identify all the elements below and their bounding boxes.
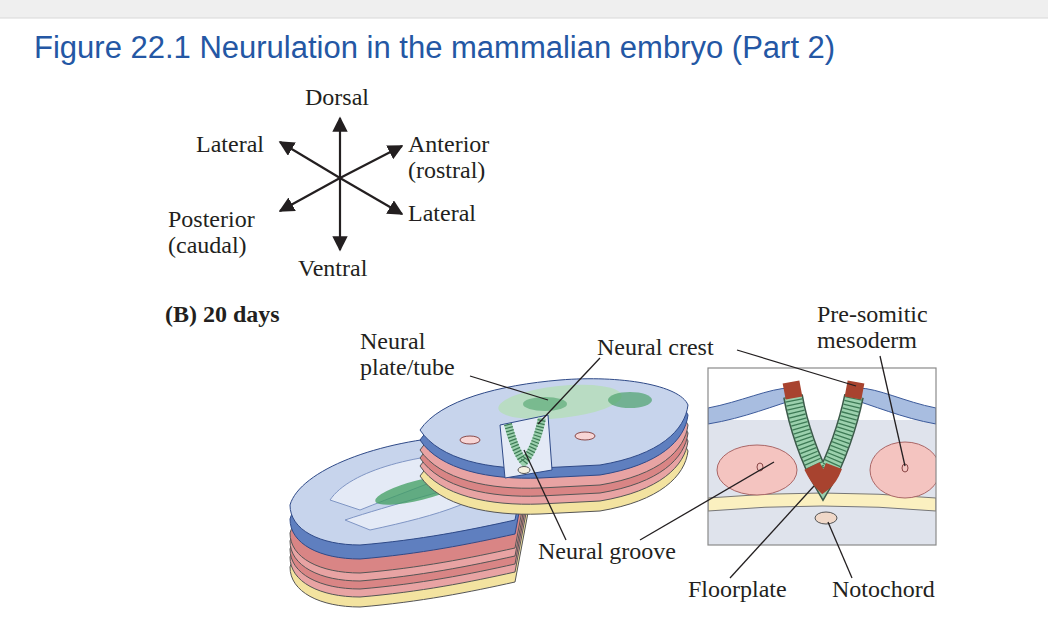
notochord: [815, 512, 837, 524]
axis-lateral: [280, 142, 340, 178]
figure-title: Figure 22.1 Neurulation in the mammalian…: [34, 30, 835, 66]
leader-line: [737, 350, 856, 386]
axis-compass: [280, 118, 402, 250]
neural-plate-section: [508, 418, 542, 462]
leader-line: [730, 486, 814, 578]
axis-label: Anterior (rostral): [408, 131, 520, 183]
axis-anterior: [340, 146, 402, 178]
axis-dorsal: [339, 118, 341, 178]
neural-plate-stripes: [793, 396, 854, 482]
somite-section: [575, 432, 595, 440]
inset-section: [708, 368, 936, 545]
part-label: Neural plate/tube: [360, 328, 482, 380]
axis-label: Lateral: [408, 200, 476, 226]
top-rule: [0, 18, 1048, 19]
embryo-rostral: [420, 379, 688, 515]
part-label: Neural crest: [597, 334, 714, 360]
axis-label: Posterior (caudal): [168, 206, 286, 258]
neural-tube: [497, 380, 624, 425]
part-label: Neural groove: [538, 538, 676, 564]
somite-block: [870, 442, 936, 498]
leader-lines: [470, 350, 905, 578]
inset-frame: [708, 368, 936, 545]
leader-line: [880, 356, 905, 466]
neural-crest-cells: [853, 382, 856, 398]
panel-label: (B) 20 days: [165, 301, 280, 327]
cut-face: [500, 415, 552, 478]
neural-plate-stripes: [508, 418, 542, 462]
floorplate-cells: [812, 466, 834, 483]
notochord-section: [518, 467, 530, 474]
axis-label: Dorsal: [305, 84, 369, 110]
leader-line: [828, 522, 852, 578]
leader-line: [640, 462, 774, 540]
leader-line: [470, 376, 548, 400]
axis-label: Lateral: [196, 131, 264, 157]
somite-section: [460, 436, 480, 444]
part-label: Notochord: [832, 576, 935, 602]
leader-line: [538, 358, 600, 424]
axis-posterior: [280, 178, 340, 211]
leader-line: [524, 450, 566, 540]
part-label: Floorplate: [688, 576, 787, 602]
axis-ventral: [339, 178, 341, 250]
neural-tube: [608, 392, 652, 408]
ectoderm-surface: [420, 379, 688, 469]
top-band: [0, 0, 1048, 18]
axis-label: Ventral: [298, 255, 367, 281]
neural-plate-outline: [793, 396, 854, 482]
axis-lateral: [340, 178, 402, 214]
part-label: Pre-somitic mesoderm: [817, 301, 947, 353]
neural-plate: [793, 396, 854, 482]
neural-crest-cells: [791, 382, 794, 398]
